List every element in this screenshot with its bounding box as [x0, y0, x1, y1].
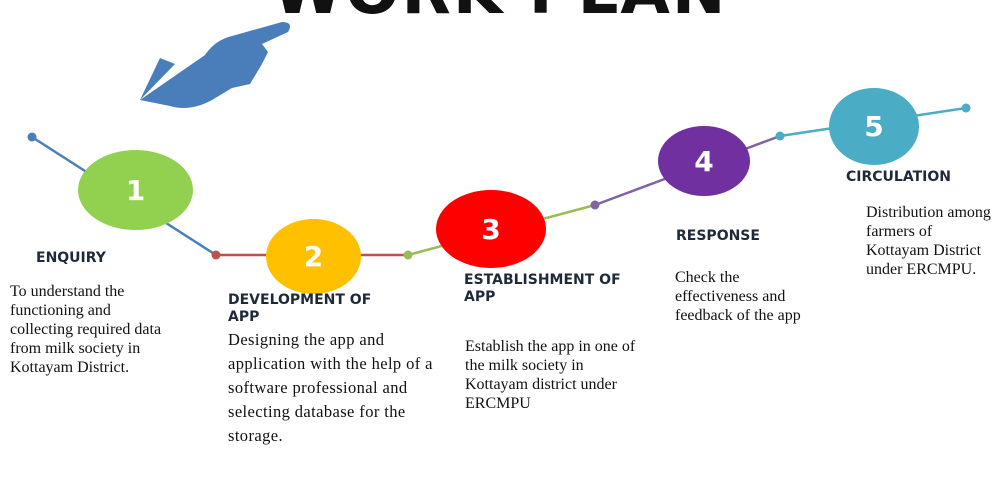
node-dot: [775, 131, 785, 141]
step-2-description: Designing the app and application with t…: [228, 330, 433, 445]
step-4-title: RESPONSE: [676, 228, 760, 244]
step-3-title: ESTABLISHMENT OF APP: [464, 272, 621, 305]
step-1-number: 1: [125, 173, 146, 207]
pointing-hand-icon: [140, 22, 290, 108]
node-dot: [590, 200, 600, 210]
step-5-number: 5: [864, 110, 884, 143]
node-dot: [27, 132, 37, 142]
step-2-title: DEVELOPMENT OF APP: [228, 292, 372, 325]
step-1-title: ENQUIRY: [36, 250, 106, 266]
step-1-description: To understand the functioning and collec…: [10, 283, 162, 376]
node-dot: [403, 250, 413, 260]
step-3-number: 3: [481, 212, 501, 246]
step-5-circle: 5: [829, 88, 919, 165]
step-4-circle: 4: [658, 126, 750, 196]
page-title: WORK PLAN: [240, 0, 760, 24]
step-3-circle: 3: [436, 190, 546, 268]
step-2-circle: 2: [266, 219, 361, 294]
step-1-circle: 1: [78, 150, 193, 230]
node-dot: [961, 103, 971, 113]
node-dot: [211, 250, 221, 260]
step-2-number: 2: [303, 240, 324, 273]
step-4-description: Check the effectiveness and feedback of …: [675, 269, 801, 324]
step-5-title: CIRCULATION: [846, 169, 951, 185]
step-5-description: Distribution among farmers of Kottayam D…: [866, 204, 991, 278]
step-3-description: Establish the app in one of the milk soc…: [465, 338, 636, 412]
step-4-number: 4: [694, 144, 714, 178]
